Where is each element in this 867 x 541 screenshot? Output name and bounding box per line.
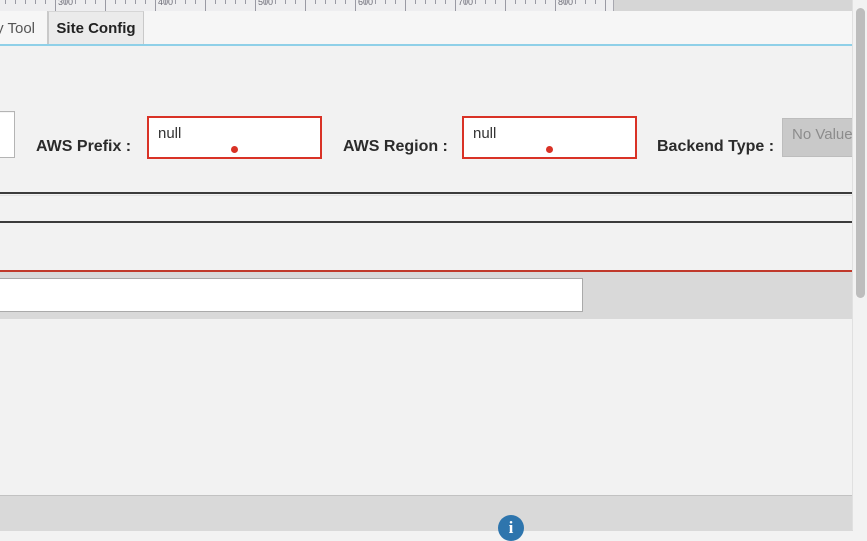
site-config-panel: AWS Prefix : null AWS Region : null Back…: [0, 46, 862, 541]
error-divider: [0, 270, 853, 272]
vertical-scrollbar-thumb[interactable]: [856, 8, 865, 298]
backend-type-value: No Value: [792, 126, 853, 143]
tab-site-config[interactable]: Site Config: [48, 11, 144, 45]
tab-site-config-label: Site Config: [56, 20, 136, 37]
tab-y-tool-label: y Tool: [0, 19, 35, 37]
aws-region-label: AWS Region :: [343, 138, 448, 155]
section-divider-1: [0, 192, 853, 194]
tab-strip-underline: [0, 44, 867, 46]
footer-band: i: [0, 495, 853, 541]
ruler-inactive-region: [614, 0, 867, 11]
aws-prefix-input[interactable]: null: [147, 116, 322, 159]
filter-input[interactable]: [0, 278, 583, 312]
filter-band: [0, 272, 853, 319]
vertical-scrollbar[interactable]: [852, 0, 867, 530]
aws-region-error-dot: [546, 146, 553, 153]
tab-strip-empty-area: [144, 11, 867, 45]
info-badge-icon[interactable]: i: [498, 515, 524, 541]
aws-region-input-value: null: [473, 125, 497, 142]
panel-lower-body: [0, 350, 853, 495]
aws-region-input[interactable]: null: [462, 116, 637, 159]
config-form-row: AWS Prefix : null AWS Region : null Back…: [0, 96, 862, 166]
backend-type-select[interactable]: No Value: [782, 118, 862, 157]
backend-type-label: Backend Type :: [657, 138, 775, 155]
tab-y-tool[interactable]: y Tool: [0, 11, 48, 45]
section-divider-hairline-1: [0, 195, 853, 196]
panel-body: [0, 319, 853, 350]
ruler-active-region: [0, 0, 614, 11]
clipped-left-input[interactable]: [0, 111, 15, 158]
tab-strip: y Tool Site Config: [0, 11, 867, 46]
section-divider-2: [0, 221, 853, 223]
aws-prefix-label: AWS Prefix :: [36, 138, 132, 155]
aws-prefix-input-value: null: [158, 125, 182, 142]
info-badge-glyph: i: [508, 518, 514, 537]
aws-prefix-error-dot: [231, 146, 238, 153]
